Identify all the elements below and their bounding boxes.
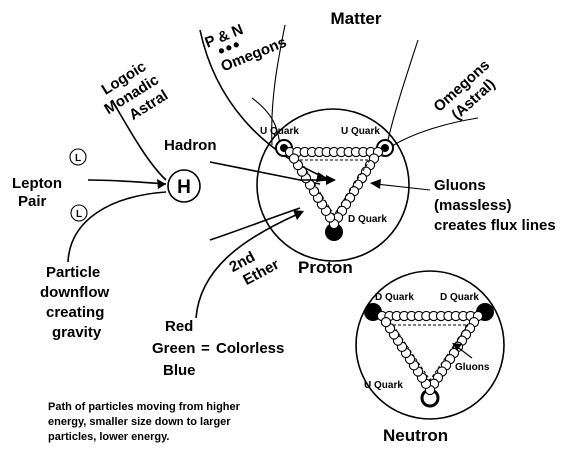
- lepton-symbol-top: L: [75, 153, 81, 164]
- pn-omegons-label: P & N Omegons: [202, 8, 289, 78]
- gluon-bead: [289, 154, 298, 163]
- dot-icon: [225, 44, 232, 51]
- colorless-label: Colorless: [216, 340, 284, 357]
- ether-label: 2nd Ether: [226, 240, 282, 292]
- path-note-3: particles, lower energy.: [48, 431, 169, 443]
- gluons-label-3: creates flux lines: [434, 217, 556, 234]
- arrowhead-icon: [157, 179, 166, 189]
- pn-label: P & N: [202, 21, 245, 52]
- ether-line: [210, 208, 300, 240]
- gluon-bead: [381, 318, 390, 327]
- neutron-quark-bottom-label: U Quark: [364, 380, 403, 391]
- pair-label: Pair: [18, 193, 47, 210]
- gluons-label-2: (massless): [434, 197, 512, 214]
- particle-label-3: creating: [46, 304, 104, 321]
- neutron-quark-left-label: D Quark: [375, 292, 414, 303]
- proton-label: Proton: [298, 258, 353, 277]
- particle-label-4: gravity: [52, 324, 102, 341]
- proton-quark-right-label: U Quark: [341, 126, 380, 137]
- arrowhead-icon: [370, 179, 381, 189]
- equals-label: =: [201, 340, 210, 357]
- dot-icon: [233, 41, 240, 48]
- gluons-label-1: Gluons: [434, 177, 486, 194]
- arrowhead-icon: [326, 175, 336, 185]
- arc-astral-right: [392, 118, 478, 146]
- hadron-symbol: H: [177, 177, 191, 198]
- lepton-label: Lepton: [12, 175, 62, 192]
- arc-to-u-quark-left: [252, 98, 280, 145]
- dot-icon: [218, 47, 225, 54]
- line-from-lepton: [88, 180, 166, 184]
- proton-quark-left-label: U Quark: [260, 126, 299, 137]
- blue-label: Blue: [163, 362, 196, 379]
- line-from-particle: [68, 192, 166, 262]
- title: Matter: [330, 9, 381, 28]
- omegons-astral-label: Omegons (Astral): [430, 56, 505, 128]
- arc-omegon-right: [388, 40, 418, 140]
- green-label: Green: [152, 340, 195, 357]
- hadron-label: Hadron: [164, 137, 217, 154]
- particle-label-2: downflow: [40, 284, 109, 301]
- neutron-label: Neutron: [383, 426, 448, 445]
- red-label: Red: [165, 318, 193, 335]
- neutron-gluons-label: Gluons: [455, 362, 490, 373]
- proton-quark-bottom-label: D Quark: [348, 214, 387, 225]
- particle-label-1: Particle: [46, 264, 100, 281]
- gluons-pointer: [376, 184, 430, 190]
- path-note-2: energy, smaller size down to larger: [48, 416, 231, 428]
- logoic-monadic-astral-label: Logoic Monadic Astral: [92, 56, 172, 133]
- path-note-1: Path of particles moving from higher: [48, 401, 241, 413]
- lepton-symbol-bottom: L: [76, 209, 82, 220]
- neutron-quark-right-label: D Quark: [440, 292, 479, 303]
